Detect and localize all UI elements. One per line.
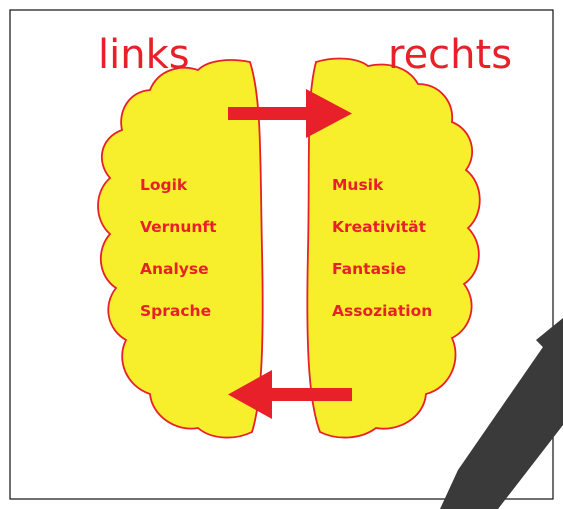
right-title: rechts — [388, 32, 512, 78]
left-title: links — [98, 32, 190, 78]
right-term: Assoziation — [332, 302, 432, 320]
diagonal-band-overlay — [440, 318, 563, 509]
right-term: Fantasie — [332, 260, 406, 278]
left-term: Vernunft — [140, 218, 217, 236]
diagram-frame — [9, 9, 554, 500]
right-hemisphere — [306, 57, 481, 439]
left-term: Analyse — [140, 260, 209, 278]
left-hemisphere — [97, 59, 264, 439]
diagonal-band-tip — [536, 318, 563, 368]
arrow-right-icon — [228, 89, 352, 138]
left-term: Sprache — [140, 302, 211, 320]
left-term: Logik — [140, 176, 188, 194]
arrow-left-icon — [228, 370, 352, 419]
right-term: Musik — [332, 176, 384, 194]
right-term: Kreativität — [332, 218, 427, 236]
